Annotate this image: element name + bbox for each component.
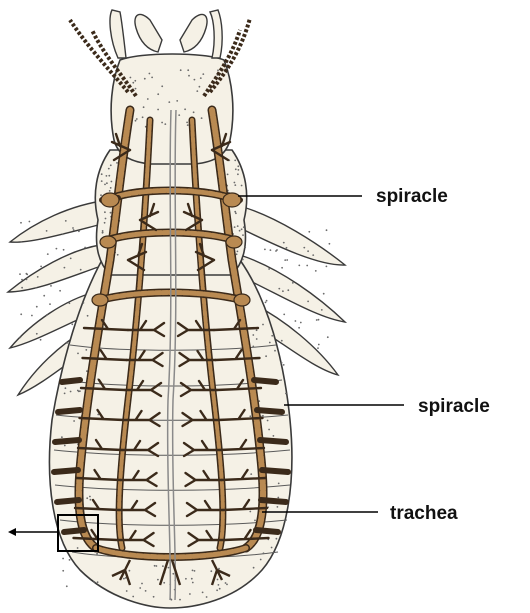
spiracle-lower-label: spiracle	[418, 396, 490, 417]
spiracle-upper-label: spiracle	[376, 186, 448, 207]
trachea-label: trachea	[390, 503, 458, 524]
leg-right-1	[236, 205, 345, 265]
box-pointer-arrowhead	[8, 528, 16, 536]
mandibles	[110, 10, 222, 58]
